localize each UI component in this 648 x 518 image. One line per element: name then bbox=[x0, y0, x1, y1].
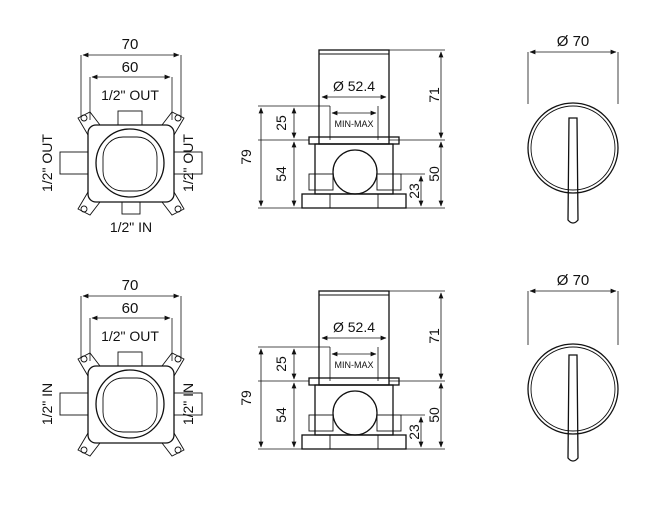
cartridge-inner bbox=[102, 136, 158, 192]
right-port bbox=[173, 392, 203, 416]
bottom-row: 70 60 1/2" OUT 1/2" IN 1/2" IN bbox=[39, 272, 619, 462]
range-height-label: 25 bbox=[273, 356, 289, 372]
bottom-port-label: 1/2" IN bbox=[110, 219, 152, 235]
range-height-label: 25 bbox=[273, 115, 289, 131]
top-plate-view: Ø 70 bbox=[527, 33, 619, 224]
cartridge-outer bbox=[95, 128, 165, 198]
bottom-plate-view: Ø 70 bbox=[527, 272, 619, 462]
right-stub bbox=[376, 173, 402, 191]
min-max-label: MIN-MAX bbox=[335, 119, 374, 129]
valve-body bbox=[314, 384, 394, 436]
min-max-label: MIN-MAX bbox=[335, 360, 374, 370]
bottom-port bbox=[121, 201, 141, 215]
mounting-ears bbox=[77, 111, 185, 216]
width-inner-label: 60 bbox=[122, 300, 139, 317]
flange bbox=[308, 377, 400, 386]
top-port-label: 1/2" OUT bbox=[101, 328, 159, 344]
total-height-label: 79 bbox=[238, 390, 254, 406]
cylinder-height-label: 71 bbox=[426, 87, 442, 103]
bottom-front-view: 70 60 1/2" OUT 1/2" IN 1/2" IN bbox=[39, 277, 203, 457]
plate-diameter-label: Ø 70 bbox=[557, 272, 590, 289]
body-height-label: 54 bbox=[273, 407, 289, 423]
top-port-label: 1/2" OUT bbox=[101, 87, 159, 103]
port-circle bbox=[332, 390, 378, 436]
body-height-label: 54 bbox=[273, 166, 289, 182]
flange bbox=[308, 136, 400, 145]
top-side-view: Ø 52.4 MIN-MAX 79 25 54 71 50 23 bbox=[238, 49, 445, 209]
width-outer-label: 70 bbox=[122, 277, 139, 294]
cartridge-outer bbox=[95, 369, 165, 439]
width-outer-label: 70 bbox=[122, 36, 139, 53]
mounting-ears bbox=[77, 352, 185, 457]
left-stub bbox=[308, 173, 334, 191]
right-port-label: 1/2" OUT bbox=[180, 134, 196, 192]
cover-plate bbox=[527, 102, 619, 194]
cartridge-inner bbox=[102, 377, 158, 433]
left-stub bbox=[308, 414, 334, 432]
left-port-label: 1/2" OUT bbox=[39, 134, 55, 192]
lever-handle bbox=[567, 354, 579, 462]
base-plate bbox=[301, 193, 407, 209]
total-height-label: 79 bbox=[238, 149, 254, 165]
width-inner-label: 60 bbox=[122, 59, 139, 76]
left-port-label: 1/2" IN bbox=[39, 383, 55, 425]
diameter-label: Ø 52.4 bbox=[333, 319, 375, 335]
left-port bbox=[59, 392, 89, 416]
top-row: 70 60 1/2" OUT 1/2" OUT 1/2" OUT 1/2" IN bbox=[39, 33, 619, 235]
right-stub bbox=[376, 414, 402, 432]
base-height-label: 50 bbox=[426, 407, 442, 423]
top-front-view: 70 60 1/2" OUT 1/2" OUT 1/2" OUT 1/2" IN bbox=[39, 36, 203, 235]
bottom-side-view: Ø 52.4 MIN-MAX 79 25 54 71 50 23 bbox=[238, 290, 445, 450]
left-port bbox=[59, 151, 89, 175]
right-port bbox=[173, 151, 203, 175]
port-height-label: 23 bbox=[406, 183, 422, 199]
top-port bbox=[117, 110, 143, 126]
lever-handle bbox=[567, 117, 579, 224]
cover-plate bbox=[527, 343, 619, 435]
base-plate bbox=[301, 434, 407, 450]
base-height-label: 50 bbox=[426, 166, 442, 182]
port-height-label: 23 bbox=[406, 424, 422, 440]
valve-body bbox=[314, 143, 394, 195]
right-port-label: 1/2" IN bbox=[180, 383, 196, 425]
diameter-label: Ø 52.4 bbox=[333, 78, 375, 94]
top-port bbox=[117, 351, 143, 367]
port-circle bbox=[332, 149, 378, 195]
plate-diameter-label: Ø 70 bbox=[557, 33, 590, 50]
cylinder-height-label: 71 bbox=[426, 328, 442, 344]
